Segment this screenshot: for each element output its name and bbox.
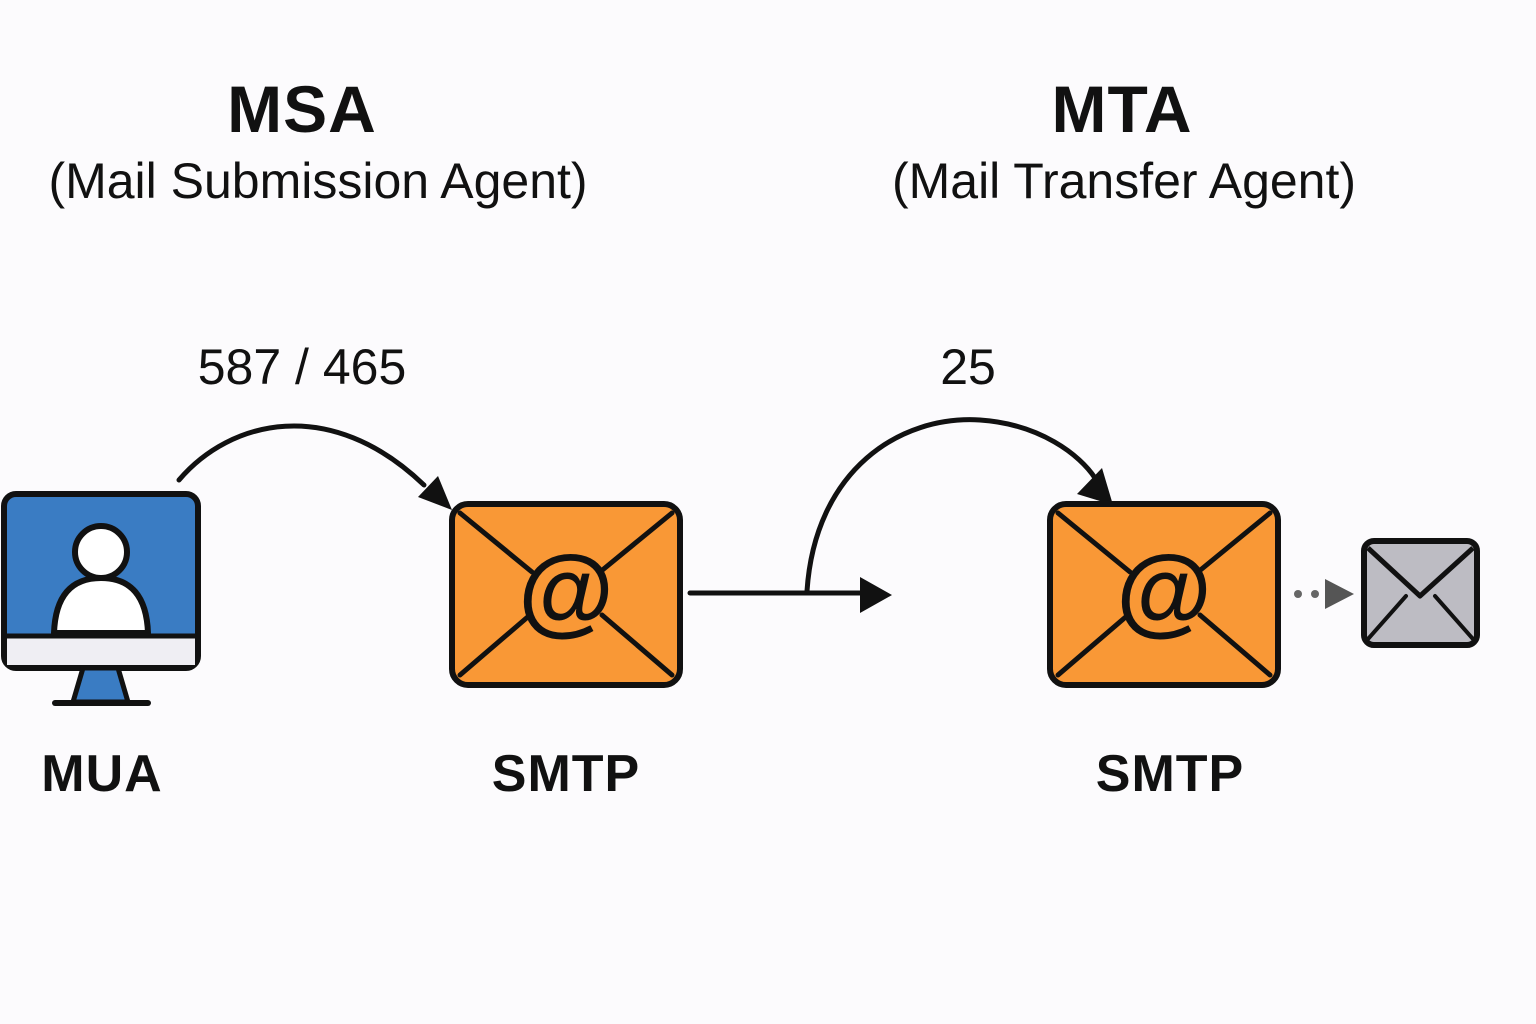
mta-smtp-label: SMTP	[1095, 745, 1245, 803]
arrow-msa-to-mta	[804, 417, 1113, 594]
mta-subtitle: (Mail Transfer Agent)	[891, 153, 1357, 209]
recipient-envelope-icon	[1361, 538, 1480, 648]
mua-label: MUA	[41, 745, 163, 803]
svg-text:@: @	[1116, 535, 1212, 645]
svg-text:@: @	[518, 535, 614, 645]
mta-title: MTA	[1051, 72, 1193, 146]
arrow-mua-to-msa	[176, 423, 452, 510]
arrow-msa-out	[687, 577, 892, 613]
mta-port-label: 25	[940, 339, 996, 395]
user-icon	[51, 523, 151, 636]
msa-subtitle: (Mail Submission Agent)	[48, 153, 588, 209]
msa-port-label: 587 / 465	[197, 339, 407, 395]
msa-smtp-label: SMTP	[491, 745, 641, 803]
mta-smtp-envelope-icon: @	[1047, 501, 1281, 688]
msa-smtp-envelope-icon: @	[449, 501, 683, 688]
dotted-arrow-to-recipient	[1294, 579, 1354, 609]
msa-title: MSA	[227, 72, 377, 146]
mua-computer-icon	[1, 491, 201, 706]
